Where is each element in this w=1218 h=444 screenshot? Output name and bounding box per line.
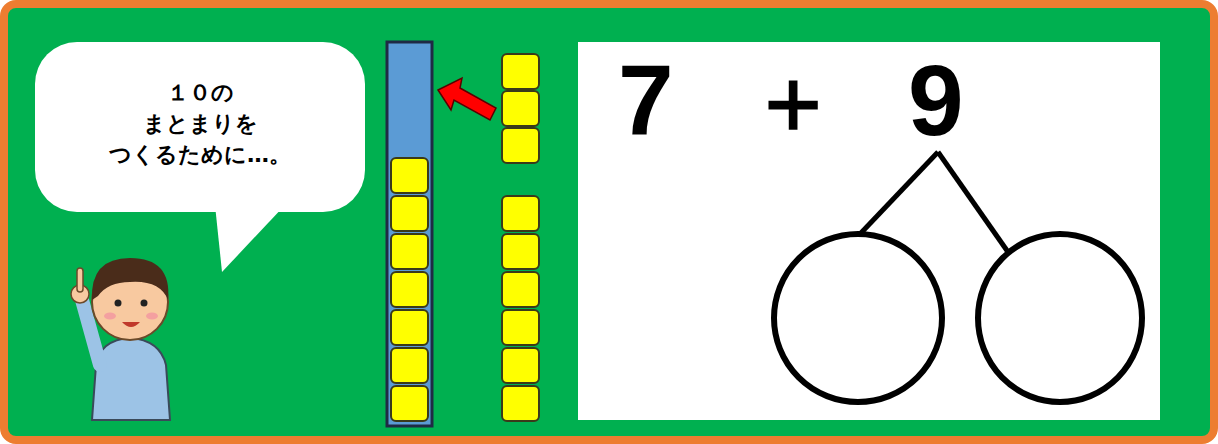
nine-blocks bbox=[502, 54, 539, 421]
ten-bar bbox=[387, 42, 432, 426]
number-nine: 9 bbox=[908, 50, 964, 150]
plus-sign: ＋ bbox=[748, 50, 838, 150]
bubble-tail bbox=[215, 205, 285, 272]
bubble-text: １０の まとまりを つくるために…。 bbox=[80, 77, 320, 170]
speech-bubble: １０の まとまりを つくるために…。 bbox=[35, 42, 365, 212]
board-frame bbox=[4, 4, 1214, 440]
number-seven: 7 bbox=[618, 50, 674, 150]
move-arrow bbox=[438, 78, 496, 120]
bar-blocks bbox=[391, 158, 428, 421]
boy-illustration bbox=[71, 258, 170, 420]
number-panel: 7 ＋ 9 bbox=[578, 42, 1160, 420]
